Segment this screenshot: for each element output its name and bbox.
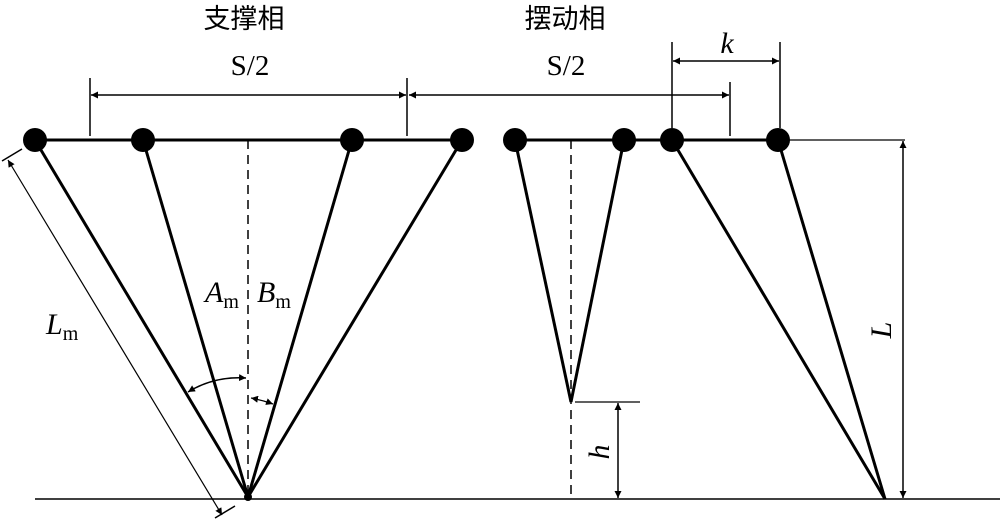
hip-joint bbox=[660, 128, 684, 152]
swing-leg-2 bbox=[569, 139, 626, 403]
hip-joint bbox=[503, 128, 527, 152]
swing-half-stride-label: S/2 bbox=[547, 50, 586, 82]
swing-phase-label: 摆动相 bbox=[525, 4, 606, 35]
support-leg-3 bbox=[246, 139, 354, 498]
swing-leg-3 bbox=[670, 139, 887, 500]
extension-tick bbox=[1, 148, 23, 162]
swing-leg-4 bbox=[776, 139, 887, 500]
hip-joints bbox=[23, 128, 790, 152]
support-leg-4 bbox=[246, 139, 464, 498]
support-half-stride-dimension bbox=[89, 78, 408, 136]
Am-subscript: m bbox=[223, 291, 239, 313]
angle-Bm-arc bbox=[250, 395, 274, 405]
swing-leg-1 bbox=[513, 139, 573, 403]
support-phase-legs bbox=[33, 139, 464, 501]
Bm-main: B bbox=[257, 276, 275, 309]
L-label: L bbox=[865, 322, 898, 340]
Lm-subscript: m bbox=[63, 323, 79, 345]
hip-joint bbox=[450, 128, 474, 152]
extension-tick bbox=[214, 505, 236, 519]
Am-label: Am bbox=[203, 276, 239, 313]
hip-joint bbox=[131, 128, 155, 152]
hip-joint bbox=[340, 128, 364, 152]
Lm-dimension bbox=[1, 148, 236, 519]
Bm-label: Bm bbox=[257, 276, 291, 313]
Lm-main: L bbox=[45, 308, 63, 341]
support-leg-2 bbox=[141, 139, 250, 498]
support-foot-point bbox=[244, 493, 252, 501]
angle-Am-arc bbox=[187, 374, 247, 393]
Bm-subscript: m bbox=[275, 291, 291, 313]
h-dimension bbox=[575, 401, 640, 498]
hip-joint bbox=[23, 128, 47, 152]
hip-joint bbox=[612, 128, 636, 152]
dimension-arrow bbox=[7, 159, 223, 516]
Lm-label: Lm bbox=[45, 308, 79, 345]
support-leg-1 bbox=[33, 139, 250, 498]
k-label: k bbox=[720, 27, 734, 60]
swing-half-stride-dimension bbox=[409, 82, 731, 136]
support-half-stride-label: S/2 bbox=[231, 50, 270, 82]
hip-joint bbox=[766, 128, 790, 152]
Am-main: A bbox=[203, 276, 224, 309]
support-phase-label: 支撑相 bbox=[204, 4, 285, 35]
swing-phase-legs bbox=[513, 139, 887, 500]
k-dimension bbox=[671, 42, 781, 128]
h-label: h bbox=[583, 445, 616, 460]
